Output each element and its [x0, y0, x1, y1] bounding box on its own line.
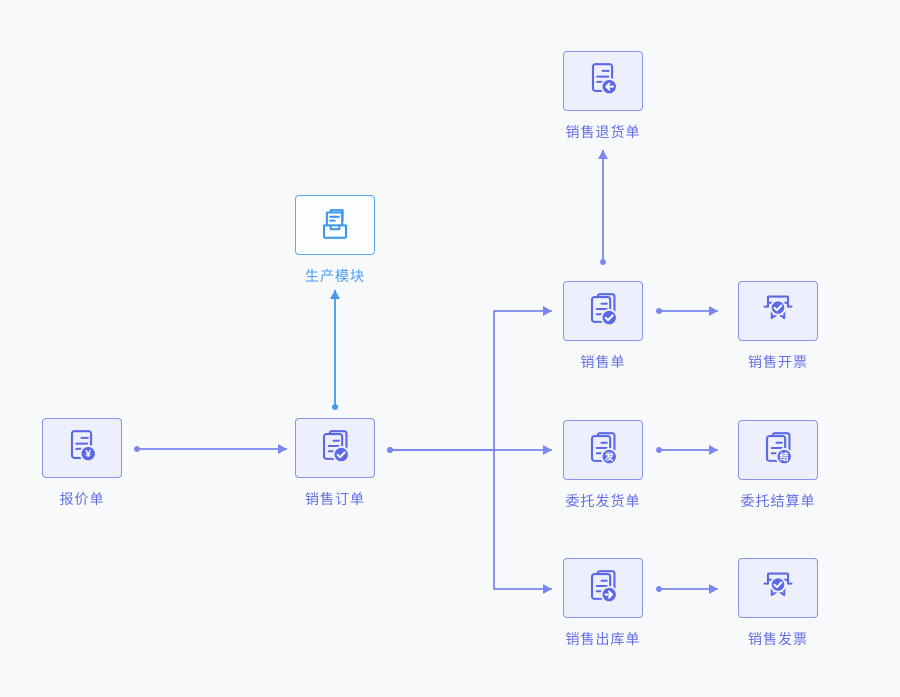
invoice-check-icon — [763, 295, 793, 319]
documents-text-icon: 发 — [590, 431, 618, 465]
archive-box-icon — [322, 208, 348, 239]
connector-sales-order-to-production-module — [330, 290, 340, 410]
svg-text:结: 结 — [780, 451, 789, 462]
document-yuan-icon: ¥ — [70, 429, 97, 462]
node-card-consign-settlement[interactable]: 结 — [738, 420, 818, 480]
node-card-quotation[interactable]: ¥ — [42, 418, 122, 478]
flow-node-sales-order: 销售订单 — [295, 418, 375, 507]
documents-text-icon: 结 — [765, 431, 793, 465]
node-label-consign-settlement: 委托结算单 — [740, 493, 816, 509]
connector-sales-bill-to-sales-invoicing — [656, 306, 718, 316]
node-label-sales-order: 销售订单 — [305, 491, 365, 507]
node-card-sales-order[interactable] — [295, 418, 375, 478]
documents-check-icon — [590, 292, 618, 326]
node-card-sales-outbound[interactable] — [563, 558, 643, 618]
invoice-check-icon — [763, 572, 793, 596]
node-label-consign-delivery: 委托发货单 — [565, 493, 641, 509]
flow-node-consign-settlement: 结 委托结算单 — [738, 420, 818, 509]
flow-node-sales-invoicing: 销售开票 — [738, 281, 818, 370]
flow-node-consign-delivery: 发 委托发货单 — [563, 420, 643, 509]
node-card-sales-invoicing[interactable] — [738, 281, 818, 341]
node-label-sales-bill: 销售单 — [580, 354, 626, 370]
node-label-sales-return: 销售退货单 — [565, 124, 641, 140]
connector-sales-order-to-consign-delivery — [387, 445, 552, 455]
flow-node-sales-return: 销售退货单 — [563, 51, 643, 140]
node-card-sales-bill[interactable] — [563, 281, 643, 341]
connector-sales-outbound-to-sales-invoice — [656, 584, 718, 594]
documents-check-icon — [322, 429, 350, 463]
svg-text:¥: ¥ — [85, 448, 91, 460]
document-return-icon — [591, 62, 618, 95]
connector-consign-delivery-to-consign-settlement — [656, 445, 718, 455]
node-card-sales-return[interactable] — [563, 51, 643, 111]
node-card-production-module[interactable] — [295, 195, 375, 255]
node-label-sales-invoicing: 销售开票 — [748, 354, 808, 370]
node-label-sales-outbound: 销售出库单 — [565, 631, 641, 647]
node-card-consign-delivery[interactable]: 发 — [563, 420, 643, 480]
node-label-quotation: 报价单 — [59, 491, 105, 507]
documents-arrow-icon — [590, 569, 618, 603]
flow-node-sales-outbound: 销售出库单 — [563, 558, 643, 647]
flow-node-sales-invoice: 销售发票 — [738, 558, 818, 647]
connector-sales-order-to-sales-outbound — [387, 447, 552, 594]
flow-node-quotation: ¥ 报价单 — [42, 418, 122, 507]
connector-sales-bill-to-sales-return — [598, 150, 608, 265]
connector-quotation-to-sales-order — [134, 444, 287, 454]
node-label-production-module: 生产模块 — [305, 268, 365, 284]
flow-node-production-module: 生产模块 — [295, 195, 375, 284]
svg-text:发: 发 — [604, 451, 615, 462]
flow-node-sales-bill: 销售单 — [563, 281, 643, 370]
node-label-sales-invoice: 销售发票 — [748, 631, 808, 647]
node-card-sales-invoice[interactable] — [738, 558, 818, 618]
connector-sales-order-to-sales-bill — [387, 306, 552, 453]
